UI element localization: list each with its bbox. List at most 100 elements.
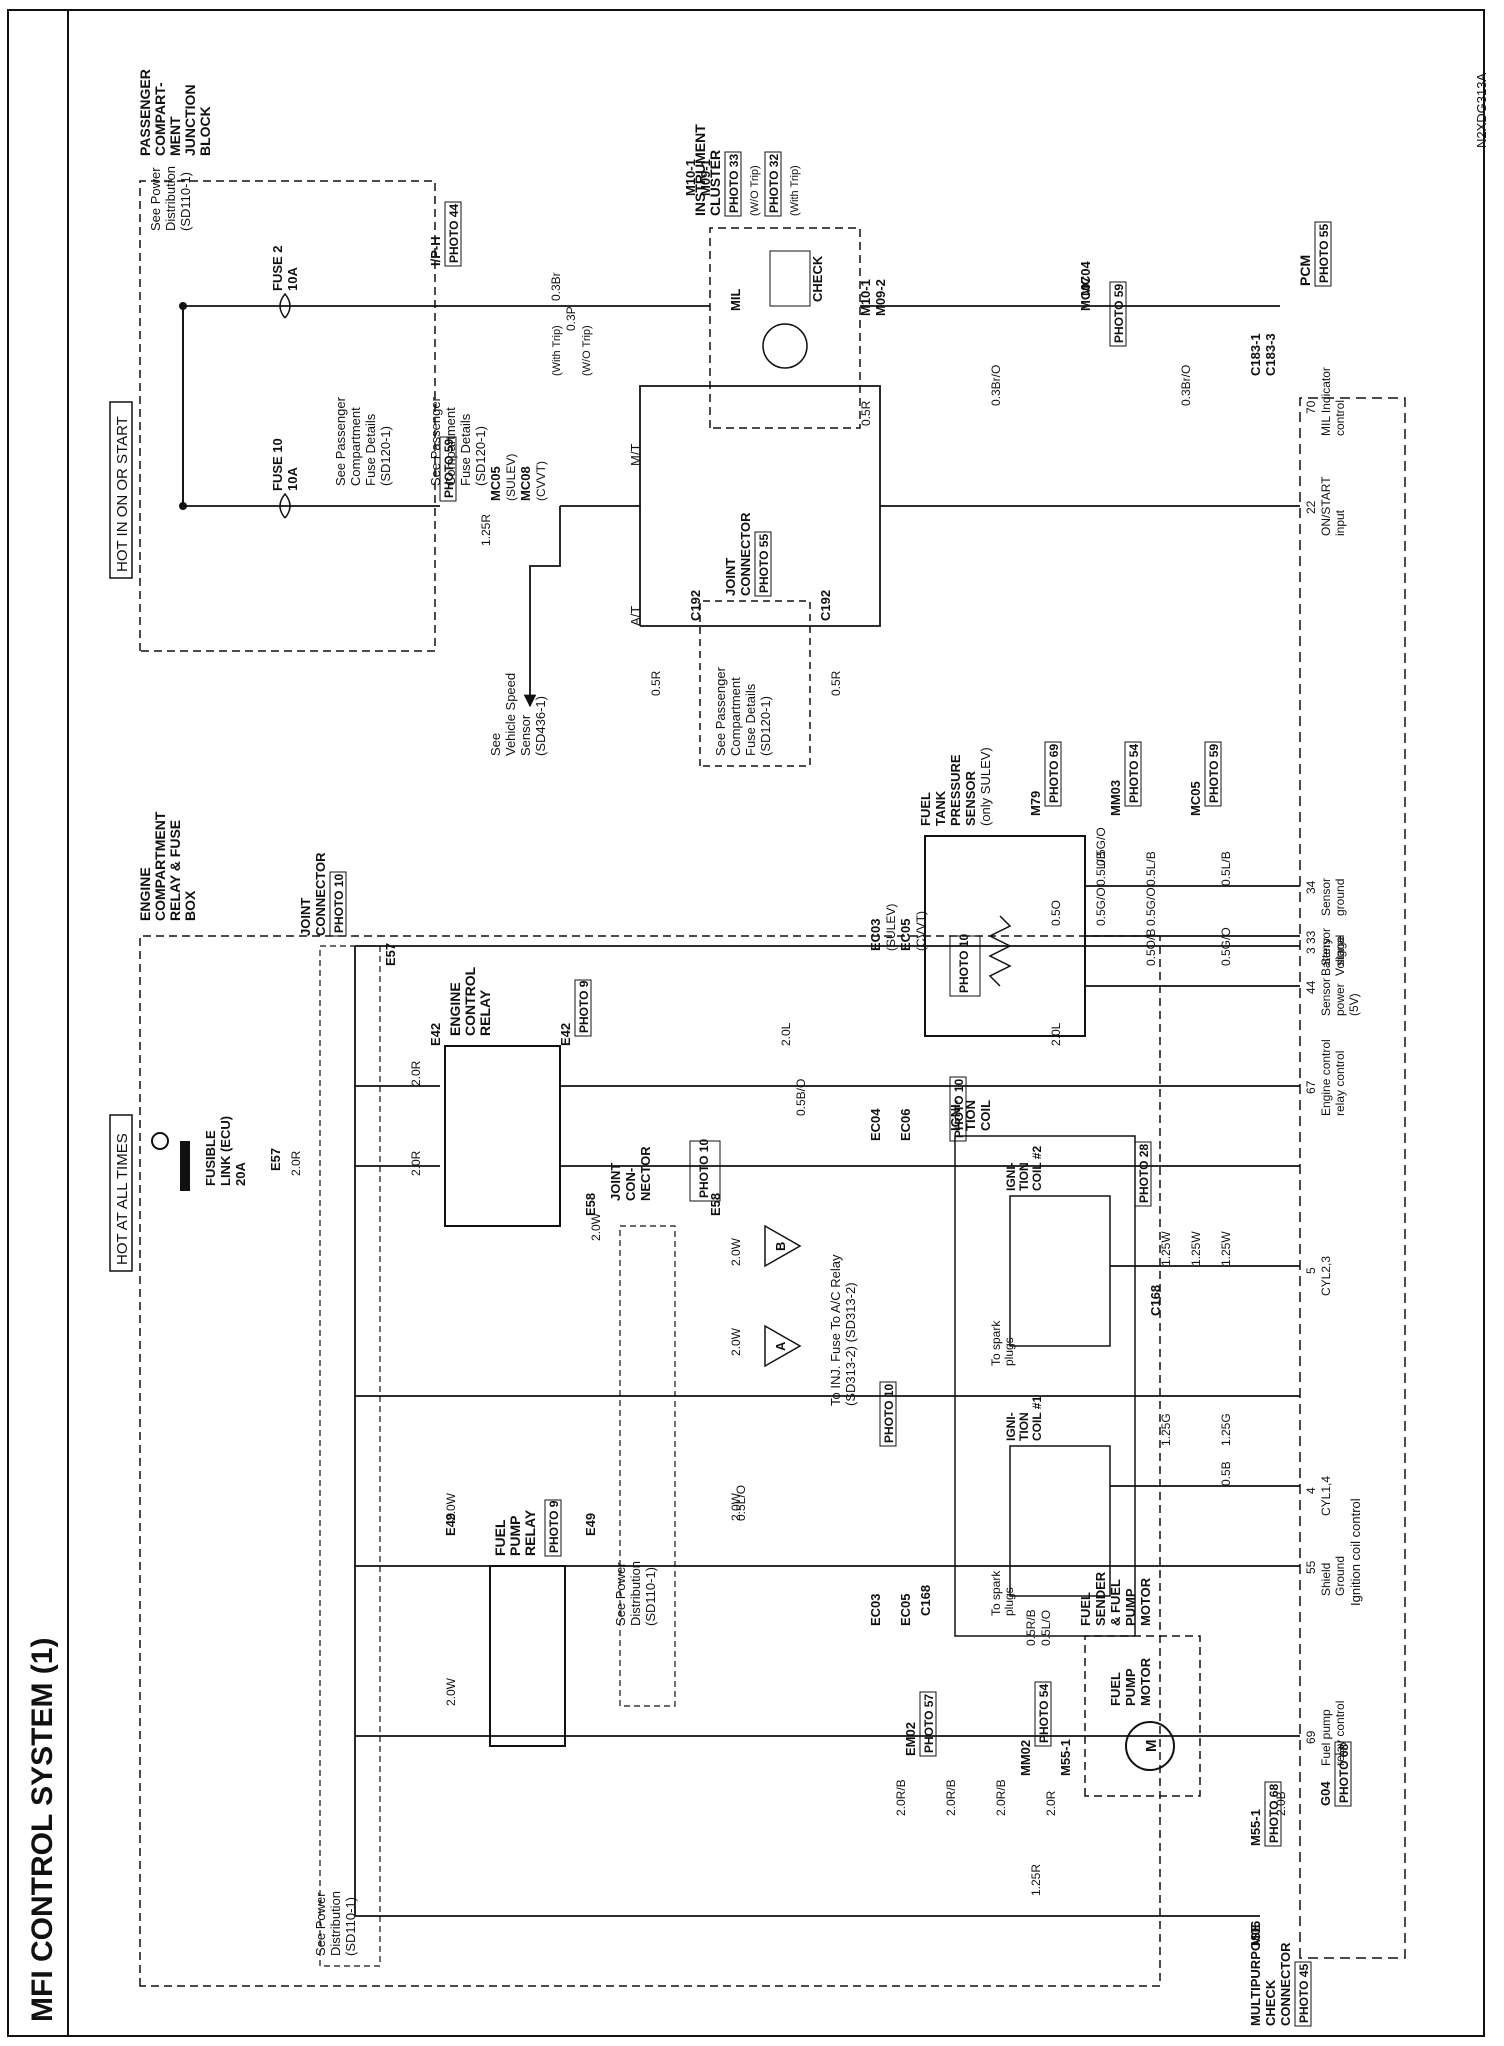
note-see-power-distribution-mid: See Power Distribution (SD110-1) xyxy=(613,1561,658,1626)
connector-c192-b: C192 xyxy=(818,590,833,621)
variant-sulev-a: (SULEV) xyxy=(504,454,518,501)
connector-mc05-b: MC05 xyxy=(1188,781,1203,816)
pcm-pin-number: 55 xyxy=(1304,1560,1318,1574)
photo-59-b: PHOTO 59 xyxy=(1112,284,1126,343)
svg-text:JOINT: JOINT xyxy=(723,558,738,596)
pcm-pin-number: 22 xyxy=(1304,500,1318,514)
connector-m06: M06 xyxy=(1248,1921,1263,1946)
svg-text:FUEL: FUEL xyxy=(1108,1672,1123,1706)
wire-labels: 2.0R 2.0R 2.0R 2.0L 2.0L 0.5B/O 2.0W 2.0… xyxy=(289,827,1288,1896)
wire-0-3br-o-a: 0.3Br/O xyxy=(989,365,1003,406)
pcm-pin-label: Engine control xyxy=(1319,1039,1333,1116)
pcm-pin-number: 3 xyxy=(1304,947,1318,954)
pcm-pin-number: 5 xyxy=(1304,1267,1318,1274)
pcm-pin-number: 33 xyxy=(1304,930,1318,944)
svg-text:1.25R: 1.25R xyxy=(1029,1864,1043,1896)
joint-connector-mid-label: JOINT CONNECTOR xyxy=(723,512,753,596)
connector-e57-a: E57 xyxy=(268,1148,283,1171)
svg-text:0.5O/B: 0.5O/B xyxy=(1144,929,1158,966)
photo-9-a: PHOTO 9 xyxy=(577,980,591,1033)
pcm-pin-label: Sensor xyxy=(1319,878,1333,916)
svg-text:CHECK: CHECK xyxy=(1263,1979,1278,2026)
svg-text:See Power: See Power xyxy=(313,1892,328,1956)
pcm-pin-number: 4 xyxy=(1304,1487,1318,1494)
variant-with-trip-b: (With Trip) xyxy=(789,165,801,216)
svg-text:2.0R: 2.0R xyxy=(409,1060,423,1086)
photo-68-a: PHOTO 68 xyxy=(1267,1784,1281,1843)
connector-mc05: MC05 xyxy=(488,466,503,501)
svg-text:CONNECTOR: CONNECTOR xyxy=(313,852,328,936)
svg-text:HOT AT ALL TIMES: HOT AT ALL TIMES xyxy=(114,1133,131,1265)
svg-text:Compartment: Compartment xyxy=(348,407,363,486)
svg-text:(SD110-1): (SD110-1) xyxy=(343,1897,358,1956)
check-label: CHECK xyxy=(810,255,825,302)
svg-text:1.25W: 1.25W xyxy=(1159,1231,1173,1266)
svg-text:1.25W: 1.25W xyxy=(1219,1231,1233,1266)
joint-connector-e58-label: JOINT CON- NECTOR xyxy=(608,1146,653,1201)
svg-text:See Passenger: See Passenger xyxy=(713,666,728,756)
pcm-pin-label: Shield xyxy=(1319,1563,1333,1596)
connector-ec05-b: EC05 xyxy=(898,1593,913,1626)
svg-text:MOTOR: MOTOR xyxy=(1138,1577,1153,1626)
connector-c183-3: C183-3 xyxy=(1263,333,1278,376)
pcm-footer: Ignition coil control xyxy=(1348,1498,1363,1606)
svg-text:0.5L/B: 0.5L/B xyxy=(1094,851,1108,886)
svg-text:10A: 10A xyxy=(285,467,300,491)
svg-text:INSTRUMENT: INSTRUMENT xyxy=(692,124,708,216)
svg-text:CONTROL: CONTROL xyxy=(462,966,478,1036)
svg-text:0.5L/B: 0.5L/B xyxy=(1219,851,1233,886)
svg-text:plugs: plugs xyxy=(1002,1587,1016,1616)
connector-m79: M79 xyxy=(1028,791,1043,816)
svg-text:0.5L/B: 0.5L/B xyxy=(1144,851,1158,886)
svg-text:1.25W: 1.25W xyxy=(1189,1231,1203,1266)
potentiometer-icon xyxy=(988,915,1012,987)
svg-text:Fuse Details: Fuse Details xyxy=(743,683,758,756)
svg-text:0.5B: 0.5B xyxy=(1219,1461,1233,1486)
fusible-link: FUSIBLE LINK (ECU) 20A xyxy=(151,1116,248,1191)
svg-text:plugs: plugs xyxy=(1002,1337,1016,1366)
svg-text:Sensor: Sensor xyxy=(518,714,533,756)
fuel-pump-relay xyxy=(489,1565,566,1747)
connector-ec06: EC06 xyxy=(898,1108,913,1141)
svg-text:(SD120-1): (SD120-1) xyxy=(473,426,488,486)
check-engine-icon xyxy=(769,250,811,307)
svg-text:COMPARTMENT: COMPARTMENT xyxy=(152,811,168,921)
svg-text:0.5G/O: 0.5G/O xyxy=(1144,887,1158,926)
connector-c183-1: C183-1 xyxy=(1248,333,1263,376)
wire-0-3br: 0.3Br xyxy=(549,272,563,301)
svg-text:Fuse Details: Fuse Details xyxy=(363,413,378,486)
svg-text:PUMP: PUMP xyxy=(1123,1668,1138,1706)
connector-mm03: MM03 xyxy=(1108,780,1123,816)
svg-text:SENSOR: SENSOR xyxy=(963,770,978,826)
rail-hot-in-on-or-start: HOT IN ON OR START xyxy=(109,401,133,579)
photo-45: PHOTO 45 xyxy=(1297,1964,1311,2023)
photo-55-b: PHOTO 55 xyxy=(1317,224,1331,283)
svg-text:20A: 20A xyxy=(233,1162,248,1186)
passenger-junction-block-label: PASSENGER COMPART- MENT JUNCTION BLOCK xyxy=(137,69,213,156)
connector-mc08: MC08 xyxy=(518,466,533,501)
svg-text:RELAY & FUSE: RELAY & FUSE xyxy=(167,820,183,921)
svg-text:PRESSURE: PRESSURE xyxy=(948,754,963,826)
svg-text:MULTIPURPOSE: MULTIPURPOSE xyxy=(1248,1923,1263,2026)
wire-0-5r-c: 0.5R xyxy=(859,400,873,426)
page-frame xyxy=(7,9,1485,2037)
connector-mm02: MM02 xyxy=(1018,1740,1033,1776)
pcm-pin-label: relay control xyxy=(1333,1701,1347,1766)
photo-69: PHOTO 69 xyxy=(1047,744,1061,803)
photo-68-b: PHOTO 68 xyxy=(1337,1744,1351,1803)
pcm-pin-label: CYL2,3 xyxy=(1319,1256,1333,1296)
svg-text:PASSENGER: PASSENGER xyxy=(137,69,153,156)
connector-e49-a: E49 xyxy=(443,1513,458,1536)
svg-text:Distribution: Distribution xyxy=(328,1891,343,1956)
photo-10-b: PHOTO 10 xyxy=(697,1139,711,1198)
pcm-pin-label: Voltage xyxy=(1333,936,1347,976)
photo-54-b: PHOTO 54 xyxy=(1037,1684,1051,1743)
instrument-cluster-label: INSTRUMENT CLUSTER xyxy=(692,124,723,216)
note-see-power-distribution-low: See Power Distribution (SD110-1) xyxy=(313,1891,358,1956)
ignition-coil-label: IGNI- TION COIL xyxy=(948,1100,993,1131)
connector-e58-b: E58 xyxy=(708,1193,723,1216)
svg-text:MOTOR: MOTOR xyxy=(1138,1657,1153,1706)
joint-connector-top-box xyxy=(319,945,381,1967)
note-see-passenger-fuse-c: See Passenger Compartment Fuse Details (… xyxy=(428,396,488,486)
connector-ec03-b: EC03 xyxy=(868,1593,883,1626)
